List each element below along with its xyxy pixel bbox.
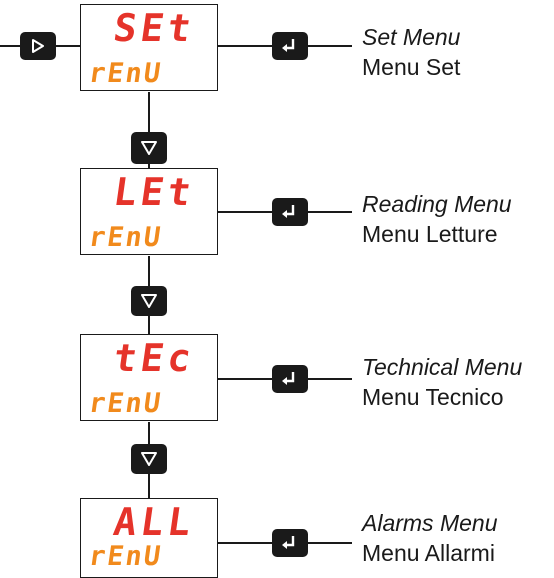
menu-label: Reading Menu Menu Letture <box>362 189 512 249</box>
enter-button[interactable] <box>272 529 308 557</box>
display-technical-menu: tEc rEnU <box>80 334 218 421</box>
enter-connector <box>218 542 272 544</box>
down-arrow-button[interactable] <box>131 286 167 316</box>
enter-icon <box>282 205 295 218</box>
menu-label-en: Alarms Menu <box>362 510 498 536</box>
down-arrow-icon <box>141 294 157 308</box>
menu-label: Technical Menu Menu Tecnico <box>362 352 522 412</box>
right-arrow-icon <box>32 39 44 53</box>
enter-connector <box>306 45 352 47</box>
display-sub-text: rEnU <box>86 541 165 572</box>
menu-label-en: Set Menu <box>362 24 461 50</box>
enter-connector <box>218 211 272 213</box>
down-arrow-button[interactable] <box>131 444 167 474</box>
menu-label-it: Menu Tecnico <box>362 384 504 410</box>
enter-connector <box>306 211 352 213</box>
entry-connector-right <box>56 45 80 47</box>
menu-label: Set Menu Menu Set <box>362 22 460 82</box>
scroll-connector <box>148 164 150 168</box>
entry-connector-left <box>0 45 20 47</box>
menu-label-en: Reading Menu <box>362 191 512 217</box>
menu-label-en: Technical Menu <box>362 354 523 380</box>
enter-icon <box>282 372 295 385</box>
enter-connector <box>306 542 352 544</box>
enter-button[interactable] <box>272 198 308 226</box>
enter-icon <box>282 39 295 52</box>
menu-label: Alarms Menu Menu Allarmi <box>362 508 497 568</box>
display-main-text: ALL <box>111 500 199 544</box>
scroll-connector <box>148 256 150 286</box>
display-alarms-menu: ALL rEnU <box>80 498 218 578</box>
down-arrow-icon <box>141 452 157 466</box>
display-set-menu: SEt rEnU <box>80 4 218 91</box>
down-arrow-button[interactable] <box>131 132 167 164</box>
display-main-text: tEc <box>111 336 199 380</box>
enter-connector <box>218 45 272 47</box>
enter-connector <box>218 378 272 380</box>
display-main-text: LEt <box>111 170 199 214</box>
menu-label-it: Menu Set <box>362 54 461 80</box>
display-main-text: SEt <box>111 6 199 50</box>
enter-connector <box>306 378 352 380</box>
down-arrow-icon <box>141 141 157 155</box>
menu-label-it: Menu Allarmi <box>362 540 495 566</box>
enter-icon <box>282 536 295 549</box>
scroll-connector <box>148 422 150 444</box>
display-sub-text: rEnU <box>86 388 165 419</box>
display-reading-menu: LEt rEnU <box>80 168 218 255</box>
enter-button[interactable] <box>272 365 308 393</box>
scroll-connector <box>148 92 150 132</box>
right-arrow-button[interactable] <box>20 32 56 60</box>
display-sub-text: rEnU <box>86 222 165 253</box>
scroll-connector <box>148 474 150 498</box>
scroll-connector <box>148 316 150 334</box>
display-sub-text: rEnU <box>86 58 165 89</box>
menu-label-it: Menu Letture <box>362 221 498 247</box>
enter-button[interactable] <box>272 32 308 60</box>
